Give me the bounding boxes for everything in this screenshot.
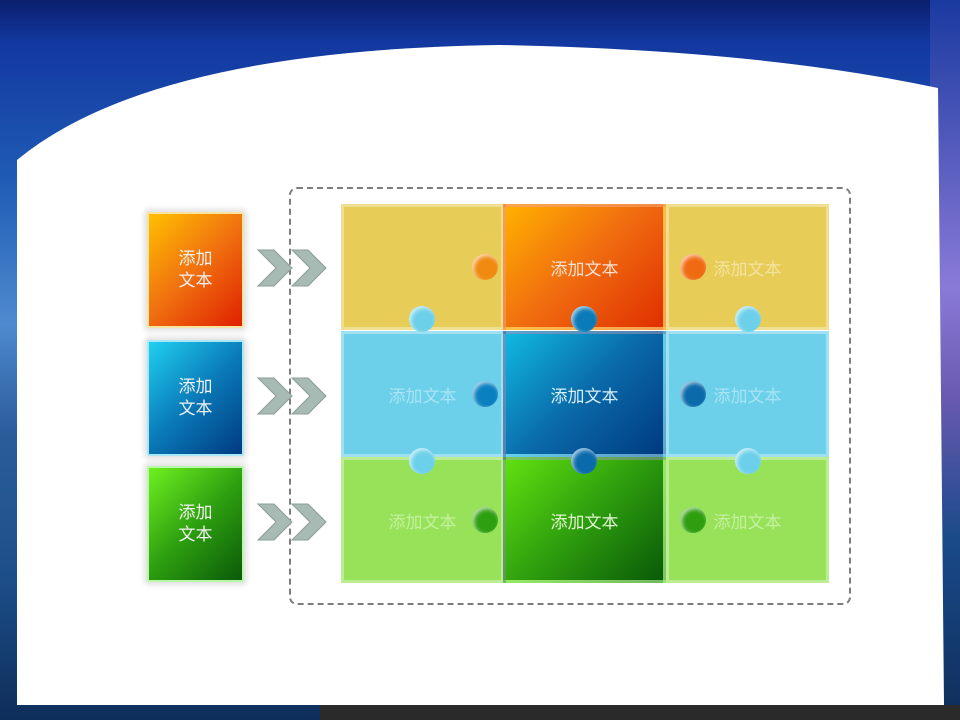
puzzle-piece-r3c2[interactable]: 添加文本 xyxy=(503,457,666,583)
left-box-blue[interactable]: 添加文本 xyxy=(147,340,244,456)
puzzle-knob xyxy=(571,448,597,474)
double-chevron-icon xyxy=(256,503,327,541)
puzzle-knob xyxy=(571,306,597,332)
puzzle-knob xyxy=(472,507,498,533)
puzzle-knob xyxy=(409,306,435,332)
box-text: 添加 xyxy=(178,503,213,523)
box-text: 文本 xyxy=(178,525,213,545)
piece-text: 添加文本 xyxy=(713,259,782,280)
puzzle-knob xyxy=(680,254,706,280)
left-box-green[interactable]: 添加文本 xyxy=(147,466,244,582)
puzzle-knob xyxy=(680,507,706,533)
box-text: 文本 xyxy=(178,271,213,291)
puzzle-knob xyxy=(409,448,435,474)
puzzle-piece-r2c2[interactable]: 添加文本 xyxy=(503,331,666,457)
box-text: 添加 xyxy=(178,377,213,397)
piece-text: 添加文本 xyxy=(713,512,782,533)
piece-text: 添加文本 xyxy=(713,386,782,407)
double-chevron-icon xyxy=(256,249,327,287)
left-box-orange[interactable]: 添加文本 xyxy=(147,212,244,328)
piece-text: 添加文本 xyxy=(388,512,457,533)
piece-text: 添加文本 xyxy=(550,259,619,280)
puzzle-knob xyxy=(735,448,761,474)
box-text: 文本 xyxy=(178,399,213,419)
puzzle-knob xyxy=(472,254,498,280)
piece-text: 添加文本 xyxy=(550,512,619,533)
puzzle-knob xyxy=(680,381,706,407)
piece-text: 添加文本 xyxy=(388,386,457,407)
box-text: 添加 xyxy=(178,249,213,269)
puzzle-knob xyxy=(472,381,498,407)
puzzle-knob xyxy=(735,306,761,332)
piece-text: 添加文本 xyxy=(550,386,619,407)
double-chevron-icon xyxy=(256,377,327,415)
